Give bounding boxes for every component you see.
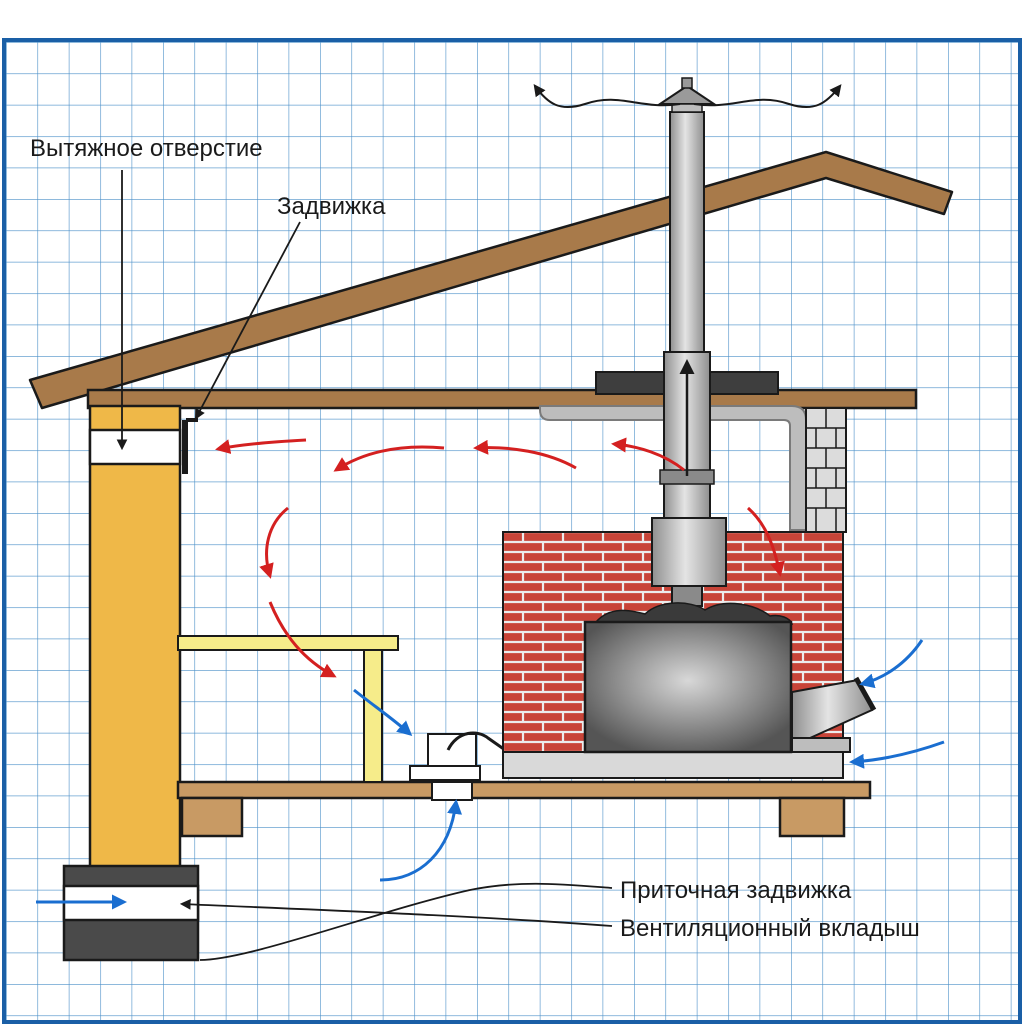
- frame-border: [2, 38, 1022, 1024]
- smoke-arrows: [533, 84, 842, 109]
- label-damper: Задвижка: [277, 193, 386, 220]
- stove: [583, 620, 877, 754]
- left-wall: [88, 404, 182, 870]
- supply-damper: [409, 731, 509, 781]
- damper: [182, 418, 198, 474]
- stove-stones: [590, 602, 794, 627]
- floor-vent: [431, 781, 473, 801]
- ceiling-duct: [539, 405, 807, 531]
- exhaust-opening: [88, 428, 182, 466]
- label-supply-damper: Приточная задвижка: [620, 877, 852, 904]
- label-exhaust-opening: Вытяжное отверстие: [30, 135, 263, 162]
- label-vent-insert: Вентиляционный вкладыш: [620, 915, 920, 942]
- hot-air-arrows: [215, 437, 785, 678]
- foundation: [62, 864, 200, 962]
- floor: [176, 780, 872, 838]
- cold-air-arrows: [35, 639, 945, 910]
- chimney-pipe: [651, 77, 727, 607]
- bench: [177, 635, 399, 783]
- stove-base: [502, 751, 844, 779]
- grey-chimney-stack: [805, 407, 847, 533]
- leader-lines: [116, 170, 613, 961]
